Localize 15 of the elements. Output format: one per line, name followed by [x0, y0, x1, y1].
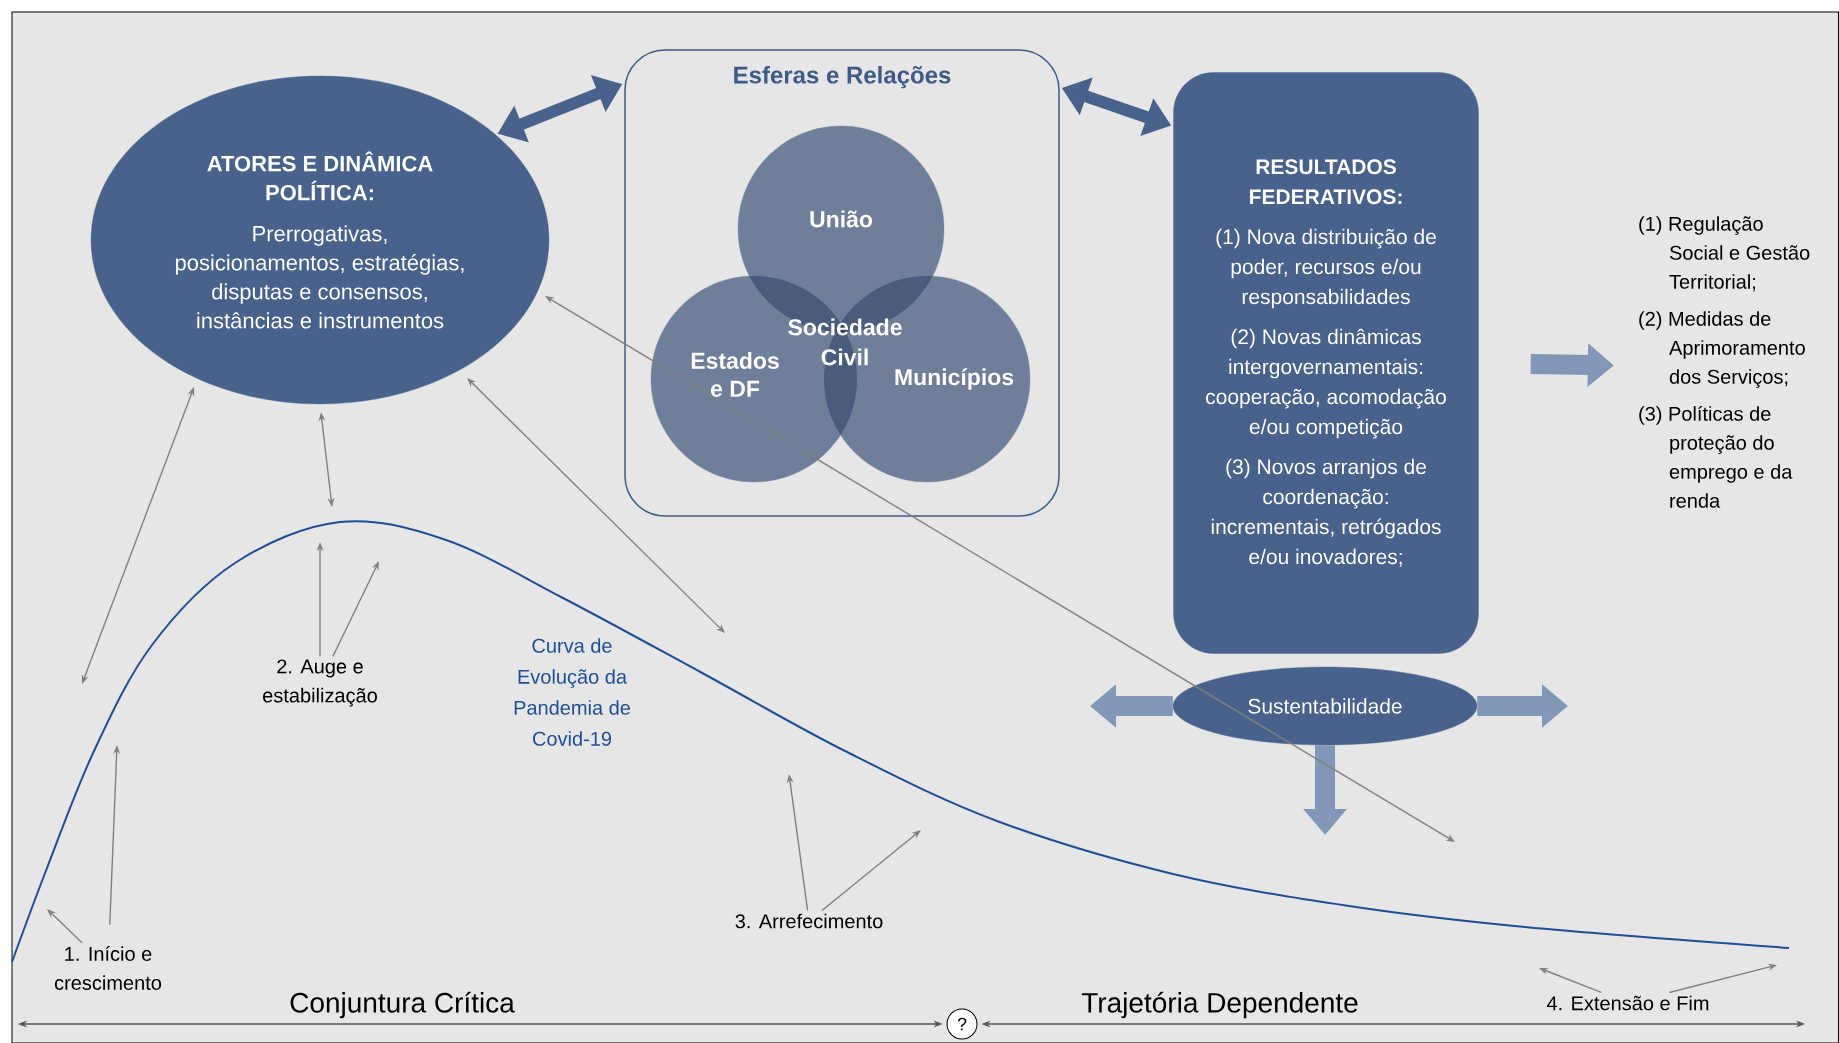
stage-label: 2. Auge e estabilização — [263, 659, 377, 707]
curve-label: Curva de Evolução da Pandemia de Covid-19 — [514, 638, 630, 746]
arrow — [545, 296, 1455, 842]
stage-label: 1. Início e crescimento — [54, 946, 162, 990]
oval-box: ATORES E DINÂMICA POLÍTICA: Prerrogativas, posicionamentos, estratégias, disputas e consensos, instâncias e instrumentos — [90, 75, 550, 405]
stage-label: 3. Arrefecimento — [735, 913, 883, 929]
stage-label: 4. Extensão e Fim — [1546, 995, 1709, 1011]
arrow — [47, 909, 83, 944]
arrow — [821, 830, 921, 912]
timeline-label: Trajetória Dependente — [1081, 991, 1358, 1019]
oval-box: Sustentabilidade — [1172, 666, 1478, 746]
timeline-label: Conjuntura Crítica — [290, 991, 515, 1019]
list-text: (1) Regulação Social e Gestão Territorial; (2) Medidas de Aprimoramento dos Serviços; (3) Políticas de proteção do emprego e da renda — [1639, 216, 1810, 508]
arrow — [467, 378, 725, 633]
rounded-box: RESULTADOS FEDERATIVOS: (1) Nova distribuição de poder, recursos e/ou responsabilidades (2) Novas dinâmicas intergovernamentais: cooperação, acomodação e/ou competição (3) Novos arranjos de coordenação: incrementais, retrógados e/ou inovadores; — [1173, 72, 1479, 654]
